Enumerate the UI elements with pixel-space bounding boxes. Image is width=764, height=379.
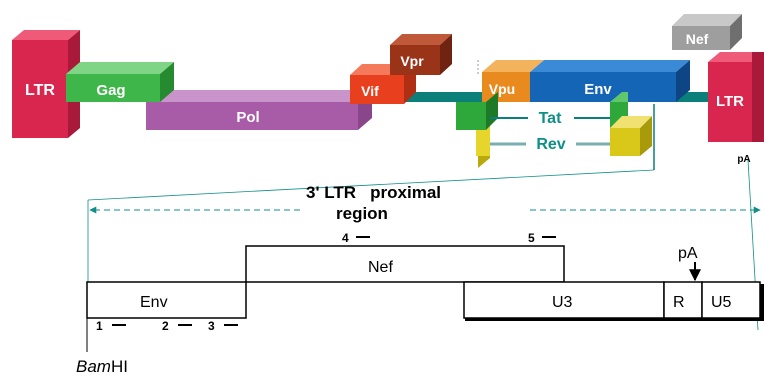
primer-4-label: 4 xyxy=(342,231,349,245)
r-label: R xyxy=(673,294,685,311)
region-title-line2: region xyxy=(336,204,388,223)
tat-rev-exon2 xyxy=(610,92,652,156)
vpu-box: Vpu xyxy=(482,60,544,102)
vpr-label: Vpr xyxy=(400,53,424,69)
ltr-right-label: LTR xyxy=(716,93,744,110)
u5-label: U5 xyxy=(711,294,732,311)
env-map-label: Env xyxy=(140,294,168,311)
env-genome-box: Env xyxy=(530,60,690,102)
bamhi-rest: HI xyxy=(111,357,128,376)
vif-label: Vif xyxy=(361,83,379,99)
region-title-line1: 3' LTR proximal xyxy=(306,183,441,202)
nef-genome-label: Nef xyxy=(686,31,709,47)
ltr-right-box: LTR xyxy=(708,52,764,142)
u5-box xyxy=(701,281,761,319)
env-map-box xyxy=(86,281,247,319)
zoom-line-left xyxy=(87,169,655,201)
tat-rev-exon1 xyxy=(456,92,498,168)
teal-connector-left xyxy=(402,92,490,102)
bamhi-italic: Bam xyxy=(76,357,111,376)
u3-label: U3 xyxy=(552,294,573,311)
ltr-left-label: LTR xyxy=(25,82,55,99)
vpr-box: Vpr xyxy=(390,34,452,75)
rev-label: Rev xyxy=(536,136,565,153)
pol-label: Pol xyxy=(236,109,259,126)
nef-map-box xyxy=(245,245,565,283)
gag-label: Gag xyxy=(96,82,125,99)
nef-map-label: Nef xyxy=(368,259,393,276)
tat-label: Tat xyxy=(539,110,562,127)
pa-map-label: pA xyxy=(678,245,698,262)
env-genome-label: Env xyxy=(584,81,612,98)
nef-genome-box: Nef xyxy=(672,14,742,50)
primer-1-label: 1 xyxy=(96,319,103,333)
u3-box xyxy=(463,281,665,319)
primer-3-label: 3 xyxy=(208,319,215,333)
primer-2-label: 2 xyxy=(162,319,169,333)
vpu-label: Vpu xyxy=(489,81,515,97)
gag-box: Gag xyxy=(66,62,174,102)
teal-connector-right xyxy=(676,92,710,102)
primer-5-label: 5 xyxy=(528,231,535,245)
pa-genome-label: pA xyxy=(737,154,750,165)
ltr-left-box: LTR xyxy=(12,30,80,138)
pol-box: Pol xyxy=(146,90,372,130)
bamhi-label: BamHI xyxy=(76,357,128,376)
